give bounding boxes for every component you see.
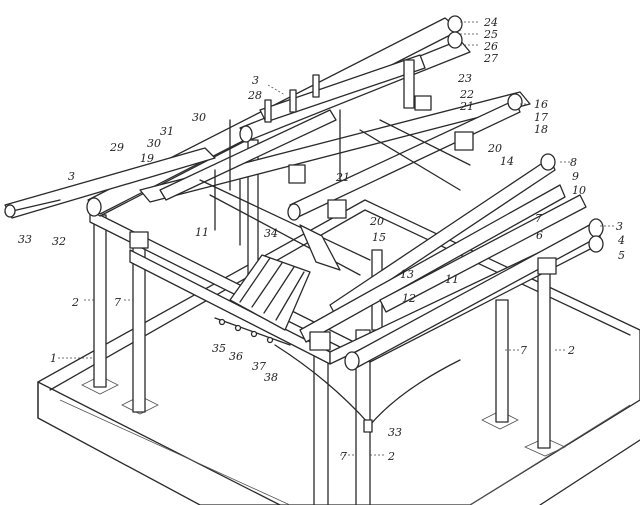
part-label-l14: 14 — [500, 155, 514, 168]
rafter-planks — [214, 224, 341, 346]
part-label-l13: 13 — [400, 268, 414, 281]
columns — [93, 139, 551, 505]
part-label-l11a: 11 — [195, 226, 209, 239]
part-label-l2b: 2 — [567, 344, 575, 357]
part-label-l20b: 20 — [369, 215, 384, 228]
part-label-l4: 4 — [617, 234, 625, 247]
part-label-l10: 10 — [572, 184, 586, 197]
part-label-l24a: 24 — [483, 16, 498, 29]
brackets — [129, 95, 557, 351]
part-label-l18: 18 — [534, 123, 548, 136]
part-label-l33a: 33 — [18, 233, 32, 246]
part-label-l11b: 11 — [445, 273, 459, 286]
part-label-l7a: 7 — [535, 212, 542, 225]
part-label-l6: 6 — [536, 229, 543, 242]
ridge-posts — [264, 59, 415, 123]
part-label-l25: 25 — [483, 28, 498, 41]
part-label-l7b: 7 — [114, 296, 121, 309]
part-label-l3b: 3 — [68, 170, 75, 183]
part-label-l3a: 3 — [252, 74, 259, 87]
part-label-l8: 8 — [570, 156, 577, 169]
purlin-ends — [447, 15, 604, 253]
part-label-l5: 5 — [618, 249, 625, 262]
part-label-l33b: 33 — [388, 426, 402, 439]
part-label-l3c: 3 — [616, 220, 623, 233]
part-label-l15: 15 — [372, 231, 386, 244]
part-label-l1: 1 — [50, 352, 57, 365]
part-label-l30b: 30 — [147, 137, 161, 150]
part-label-l20a: 20 — [487, 142, 502, 155]
part-label-l2c: 2 — [387, 450, 395, 463]
part-label-l21a: 21 — [459, 100, 474, 113]
part-label-l26: 26 — [483, 40, 498, 53]
part-label-l36: 36 — [229, 350, 243, 363]
part-label-l28: 28 — [247, 89, 262, 102]
part-label-l30a: 30 — [192, 111, 206, 124]
part-label-l29: 29 — [109, 141, 124, 154]
part-label-l16: 16 — [534, 98, 548, 111]
leader-lines — [58, 21, 615, 456]
part-label-l37: 37 — [252, 360, 266, 373]
part-label-l7d: 7 — [340, 450, 347, 463]
part-label-l19: 19 — [140, 152, 154, 165]
cantilever-beam — [4, 147, 216, 219]
part-label-l21b: 21 — [335, 171, 350, 184]
part-label-l31: 31 — [160, 125, 174, 138]
part-label-l2a: 2 — [71, 296, 79, 309]
part-label-l38: 38 — [264, 371, 278, 384]
part-label-l23: 23 — [457, 72, 472, 85]
part-label-l34: 34 — [264, 227, 278, 240]
part-label-l9: 9 — [572, 170, 579, 183]
part-label-l12: 12 — [402, 292, 416, 305]
part-label-l17: 17 — [534, 111, 548, 124]
part-label-l22: 22 — [459, 88, 474, 101]
part-label-l7c: 7 — [520, 344, 527, 357]
part-label-l32: 32 — [52, 235, 66, 248]
part-label-l27: 27 — [483, 52, 498, 65]
part-label-l35: 35 — [212, 342, 226, 355]
corner-eave — [274, 344, 461, 433]
